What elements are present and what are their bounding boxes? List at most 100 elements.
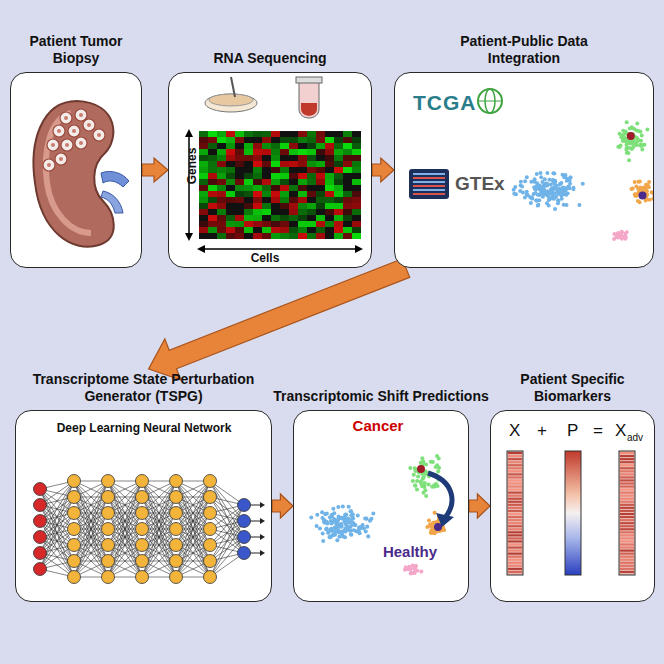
- expression-band: [620, 571, 634, 573]
- sample-dot: [547, 194, 551, 198]
- tumor-core: [79, 113, 83, 117]
- heatmap-cell: [253, 197, 262, 203]
- heatmap-cell: [316, 197, 325, 203]
- sample-dot: [571, 187, 575, 191]
- heatmap-cell: [226, 179, 235, 185]
- heatmap-cell: [226, 143, 235, 149]
- sample-dot: [636, 187, 640, 191]
- heatmap-cell: [271, 137, 280, 143]
- heatmap-cell: [289, 161, 298, 167]
- expression-band: [620, 540, 634, 542]
- sample-dot: [429, 460, 433, 464]
- tumor-core: [87, 123, 91, 127]
- expression-band: [508, 531, 522, 533]
- sample-dot: [366, 534, 370, 538]
- heatmap-cell: [217, 221, 226, 227]
- sample-dot: [541, 188, 545, 192]
- vessel: [101, 191, 123, 213]
- sample-dot: [559, 193, 563, 197]
- neuron: [238, 515, 251, 528]
- heatmap-cell: [325, 203, 334, 209]
- axis-head: [185, 129, 193, 241]
- heatmap-cell: [244, 197, 253, 203]
- sample-dot: [616, 145, 620, 149]
- heatmap-cell: [352, 197, 361, 203]
- sample-dot: [424, 494, 428, 498]
- neuron: [136, 491, 149, 504]
- heatmap-cell: [298, 221, 307, 227]
- sample-dot: [535, 181, 539, 185]
- heatmap-cell: [262, 137, 271, 143]
- nn-link: [74, 529, 108, 577]
- expression-band: [508, 544, 522, 546]
- heatmap-cell: [235, 209, 244, 215]
- heatmap-cell: [253, 215, 262, 221]
- sample-dot: [559, 181, 563, 185]
- nn-link: [142, 481, 176, 529]
- sample-dot: [348, 520, 352, 524]
- neuron: [34, 483, 47, 496]
- heatmap-cell: [289, 227, 298, 233]
- expression-band: [508, 510, 522, 512]
- gtex-logo-stripe: [413, 173, 445, 175]
- heatmap-cell: [208, 179, 217, 185]
- heatmap-cell: [244, 167, 253, 173]
- process-box: Patient Specific BiomarkersX+P=Xadv: [490, 371, 655, 602]
- patient-dot: [417, 465, 425, 473]
- expression-band: [508, 547, 522, 549]
- nn-link: [176, 529, 210, 577]
- expression-band: [508, 504, 522, 506]
- sample-dot: [545, 182, 549, 186]
- expression-band: [620, 550, 634, 552]
- heatmap-cell: [208, 137, 217, 143]
- heatmap-cell: [325, 161, 334, 167]
- inline-label: P: [567, 421, 578, 441]
- heatmap-cell: [334, 137, 343, 143]
- expression-band: [508, 562, 522, 564]
- heatmap-cell: [244, 185, 253, 191]
- tube: [299, 81, 319, 118]
- heatmap-cell: [307, 221, 316, 227]
- heatmap-cell: [199, 197, 208, 203]
- expression-band: [620, 507, 634, 509]
- heatmap-cell: [298, 203, 307, 209]
- sample-dot: [427, 483, 431, 487]
- sample-dot: [568, 179, 572, 183]
- heatmap-cell: [289, 209, 298, 215]
- heatmap-cell: [262, 155, 271, 161]
- expression-band: [620, 476, 634, 478]
- sample-dot: [318, 526, 322, 530]
- expression-band: [508, 556, 522, 558]
- heatmap-cell: [244, 233, 253, 239]
- nn-link: [74, 481, 108, 529]
- heatmap-cell: [307, 149, 316, 155]
- sample-dot: [363, 516, 367, 520]
- tube-cap: [296, 77, 322, 83]
- sample-dot: [320, 510, 324, 514]
- neuron: [34, 531, 47, 544]
- tumor-core: [51, 143, 55, 147]
- sample-dot: [442, 528, 446, 532]
- inline-label: adv: [627, 432, 643, 443]
- inline-label: X: [615, 421, 626, 441]
- expression-band: [508, 470, 522, 472]
- heatmap-cell: [334, 185, 343, 191]
- heatmap-cell: [235, 149, 244, 155]
- heatmap-cell: [289, 155, 298, 161]
- heatmap-cell: [307, 227, 316, 233]
- sample-dot: [322, 518, 326, 522]
- heatmap-cell: [217, 155, 226, 161]
- sample-dot: [540, 189, 544, 193]
- heatmap-cell: [244, 203, 253, 209]
- tumor-core: [47, 163, 51, 167]
- heatmap-cell: [334, 197, 343, 203]
- heatmap-cell: [217, 149, 226, 155]
- heatmap-cell: [262, 227, 271, 233]
- neuron: [34, 563, 47, 576]
- heatmap-cell: [289, 143, 298, 149]
- heatmap-cell: [253, 185, 262, 191]
- sample-dot: [364, 530, 368, 534]
- heatmap-cell: [253, 227, 262, 233]
- sample-dot: [413, 484, 417, 488]
- neuron: [68, 539, 81, 552]
